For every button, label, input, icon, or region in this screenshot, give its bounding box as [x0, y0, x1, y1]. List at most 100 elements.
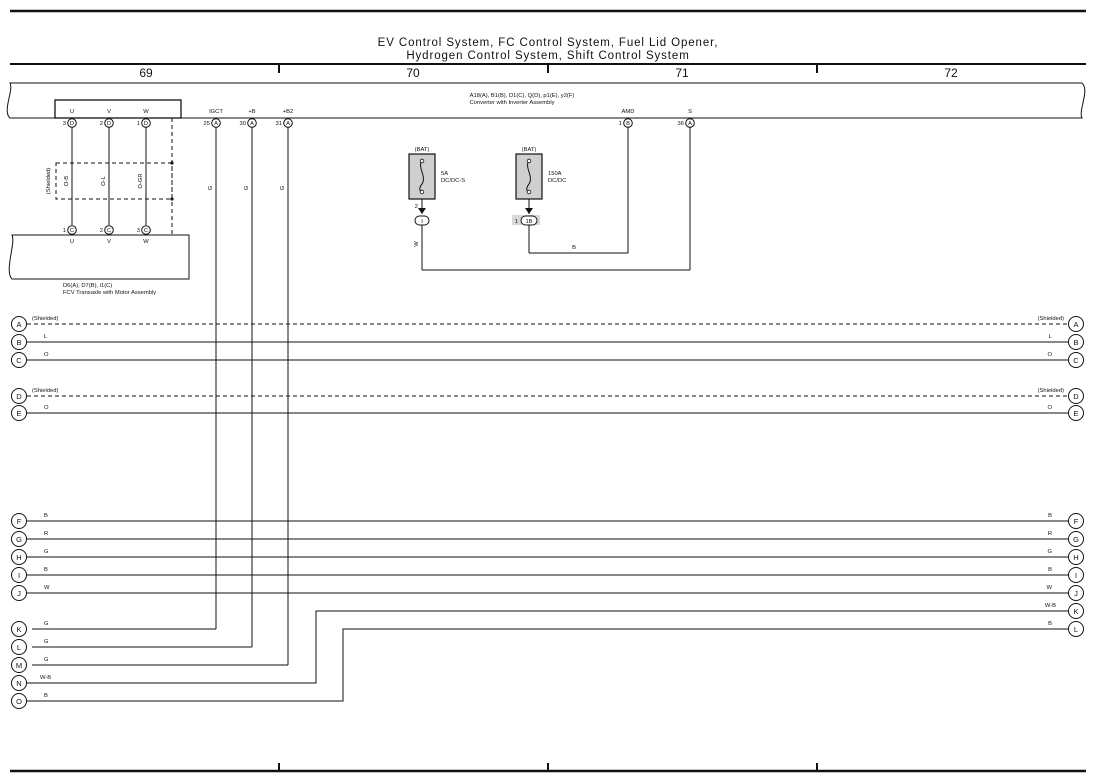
inverter-pin-v: 2 D	[100, 118, 114, 128]
wire-color-label: R	[44, 531, 48, 537]
left-connector-a: A	[11, 316, 27, 332]
wire-color-label: O-GR	[138, 173, 144, 188]
svg-text:F: F	[17, 517, 22, 526]
wire-color-label: B	[1048, 621, 1052, 627]
wire-color-label: O	[44, 352, 49, 358]
pin-label-w: W	[143, 109, 149, 115]
transaxle-code: D6(A), D7(B), i1(C)	[63, 283, 112, 289]
transaxle-pin-label: U	[70, 239, 74, 245]
svg-text:K: K	[16, 625, 21, 634]
right-connector-d: D	[1068, 388, 1084, 404]
transaxle-pin-label: W	[143, 239, 149, 245]
svg-text:D: D	[1073, 392, 1079, 401]
wire-color-label: L	[44, 334, 48, 340]
pin-label-b2: +B2	[283, 109, 293, 115]
wire-color-label: O-B	[64, 176, 70, 186]
left-connector-g: G	[11, 531, 27, 547]
diagram-title-line1: EV Control System, FC Control System, Fu…	[378, 37, 719, 49]
wire-color-label: B	[572, 245, 576, 251]
fuse-wiring	[421, 127, 691, 271]
left-connector-o: O	[11, 693, 27, 709]
svg-text:2: 2	[415, 204, 418, 210]
svg-text:DC/DC-S: DC/DC-S	[441, 178, 465, 184]
left-connector-d: D	[11, 388, 27, 404]
svg-text:G: G	[1073, 535, 1079, 544]
wire-color-label: B	[1048, 567, 1052, 573]
svg-text:A: A	[286, 121, 290, 127]
wire-color-label: B	[44, 693, 48, 699]
column-number: 72	[944, 66, 958, 80]
transaxle-name: FCV Transaxle with Motor Assembly	[63, 290, 156, 296]
left-connector-j: J	[11, 585, 27, 601]
svg-text:L: L	[1074, 625, 1078, 634]
left-connector-f: F	[11, 513, 27, 529]
svg-text:2: 2	[100, 228, 103, 234]
svg-text:I: I	[421, 219, 423, 225]
motor-phase-wires	[55, 118, 174, 235]
svg-text:5A: 5A	[441, 171, 448, 177]
pin-label-u: U	[70, 109, 74, 115]
column-number: 69	[139, 66, 153, 80]
pin-label-amd: AMD	[622, 109, 635, 115]
right-connector-h: H	[1068, 549, 1084, 565]
inverter-pin-w: 1 D	[137, 118, 151, 128]
svg-text:3: 3	[63, 121, 66, 127]
wire-color-label: G	[44, 639, 49, 645]
wire-color-label: W	[414, 241, 420, 247]
right-connector-i: I	[1068, 567, 1084, 583]
wire-color-label: G	[1047, 549, 1052, 555]
svg-text:N: N	[16, 679, 21, 688]
svg-text:H: H	[1073, 553, 1078, 562]
left-connector-i: I	[11, 567, 27, 583]
right-connector-e: E	[1068, 405, 1084, 421]
right-connector-l: L	[1068, 621, 1084, 637]
inverter-pin-b: 30 A	[240, 118, 257, 128]
left-connector-h: H	[11, 549, 27, 565]
left-connector-c: C	[11, 352, 27, 368]
inverter-pin-u: 3 D	[63, 118, 77, 128]
wire-color-label: W	[1047, 585, 1053, 591]
wire-color-label: R	[1048, 531, 1052, 537]
wire-color-label: B	[44, 567, 48, 573]
wire-color-label: G	[244, 185, 250, 190]
svg-text:H: H	[16, 553, 21, 562]
svg-text:G: G	[16, 535, 22, 544]
svg-text:25: 25	[204, 121, 210, 127]
wire-color-label: (Shielded)	[32, 316, 58, 322]
wire-color-label: B	[1048, 513, 1052, 519]
inverter-motor-subconnector	[54, 99, 182, 119]
left-connector-e: E	[11, 405, 27, 421]
wire-color-label: B	[44, 513, 48, 519]
svg-text:C: C	[144, 228, 148, 234]
svg-text:(BAT): (BAT)	[415, 147, 430, 153]
left-connector-b: B	[11, 334, 27, 350]
transaxle-pin-u: 1 C	[63, 225, 77, 235]
inverter-pin-igct: 25 A	[204, 118, 221, 128]
wire-color-label: G	[280, 185, 286, 190]
svg-text:C: C	[16, 356, 22, 365]
svg-text:K: K	[1073, 607, 1078, 616]
svg-text:1: 1	[137, 121, 140, 127]
right-connector-f: F	[1068, 513, 1084, 529]
svg-text:31: 31	[276, 121, 282, 127]
right-connector-g: G	[1068, 531, 1084, 547]
wire-color-label: O	[1047, 405, 1052, 411]
wire-color-label: W-B	[40, 675, 51, 681]
svg-text:1: 1	[619, 121, 622, 127]
svg-text:J: J	[1074, 589, 1078, 598]
left-connector-n: N	[11, 675, 27, 691]
svg-text:30: 30	[240, 121, 246, 127]
svg-text:1: 1	[515, 219, 518, 225]
left-connector-m: M	[11, 657, 27, 673]
right-connector-k: K	[1068, 603, 1084, 619]
svg-text:D: D	[107, 121, 111, 127]
svg-text:F: F	[1074, 517, 1079, 526]
svg-text:(BAT): (BAT)	[522, 147, 537, 153]
svg-text:36: 36	[678, 121, 684, 127]
svg-text:A: A	[250, 121, 254, 127]
svg-text:I: I	[1075, 571, 1077, 580]
inverter-name: Converter with Inverter Assembly	[469, 100, 554, 106]
pin-label-s: S	[688, 109, 692, 115]
svg-text:A: A	[688, 121, 692, 127]
diagram-title-line2: Hydrogen Control System, Shift Control S…	[406, 50, 689, 62]
